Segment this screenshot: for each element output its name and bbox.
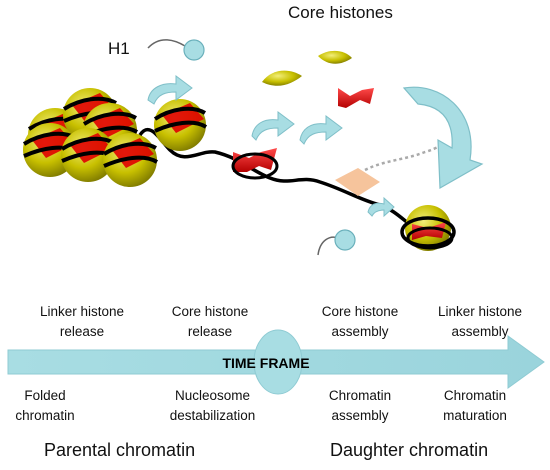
nucleosome-icon [60, 128, 117, 182]
core-histone-h2a-icon [318, 50, 352, 64]
core-histones-title: Core histones [288, 3, 393, 22]
h1-label: H1 [108, 39, 130, 58]
h1-linker-histone-icon [147, 39, 205, 61]
time-frame-marker [253, 329, 303, 395]
step-linker-histone-assembly: Linker histone assembly [437, 304, 523, 339]
large-curved-arrow-icon [402, 86, 484, 190]
step-linker-histone-release: Linker histone release [39, 304, 125, 339]
folded-chromatin-cluster [22, 88, 159, 187]
chaperone-icon [335, 168, 380, 196]
state-chromatin-maturation: Chromatin maturation [443, 388, 507, 423]
h1-linker-histone-icon [317, 229, 356, 256]
curved-arrow-icon [147, 75, 395, 218]
state-chromatin-assembly: Chromatin assembly [328, 388, 392, 423]
step-core-histone-release: Core histone release [171, 304, 249, 339]
state-nucleosome-destabilization: Nucleosome destabilization [169, 388, 256, 423]
state-folded-chromatin: Folded chromatin [15, 388, 75, 423]
daughter-chromatin-label: Daughter chromatin [330, 440, 489, 460]
nucleosome-icon [153, 99, 208, 151]
core-histone-h3h4-icon [338, 88, 374, 108]
destabilized-nucleosome-icon [231, 148, 279, 180]
nucleosome-icon [102, 133, 159, 187]
step-core-histone-assembly: Core histone assembly [321, 304, 399, 339]
daughter-nucleosome-icon [400, 205, 456, 251]
parental-chromatin-label: Parental chromatin [44, 440, 196, 460]
core-histone-h2a-icon [262, 70, 302, 86]
time-frame-label: TIME FRAME [222, 355, 309, 371]
chaperone-tether [364, 144, 441, 172]
